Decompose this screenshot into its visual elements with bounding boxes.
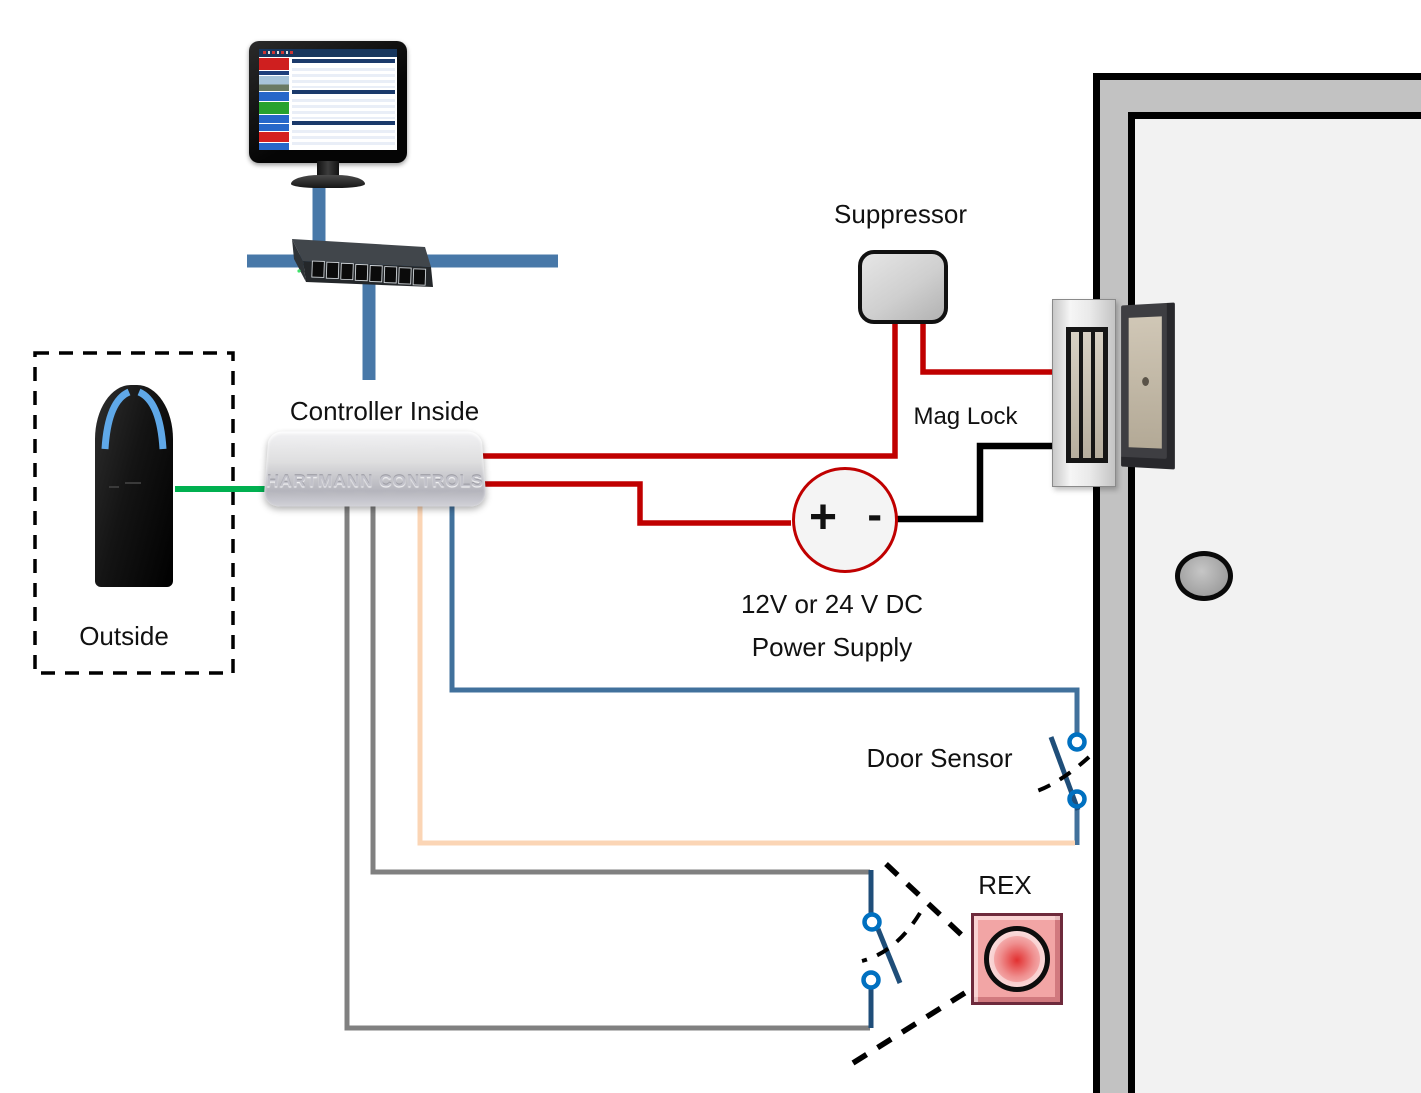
power-supply-label: Power Supply — [751, 632, 913, 662]
app-section-header — [292, 59, 395, 63]
power-wire-psu — [480, 481, 791, 526]
door-sensor-label: Door Sensor — [866, 743, 1013, 773]
rex-switch-swing-arc — [861, 911, 922, 963]
suppressor — [858, 250, 948, 324]
sidebar-camera-thumbnail — [259, 75, 289, 92]
sidebar-strip — [259, 70, 289, 75]
outside-label: Outside — [79, 621, 169, 651]
app-body — [259, 57, 397, 150]
power-wire-suppressor — [480, 320, 898, 459]
maglock-magnet-face — [1066, 327, 1108, 463]
door-sensor-swing-arc — [1033, 755, 1091, 794]
app-main-panel — [289, 57, 397, 150]
rex-switch-lever — [875, 928, 903, 984]
power-voltage-label: 12V or 24 V DC — [740, 589, 924, 619]
door-sensor-lever — [1048, 736, 1081, 811]
outside-dashed-box — [33, 351, 235, 675]
door-knob-icon — [1175, 551, 1233, 601]
switch-side-face — [292, 239, 306, 282]
sidebar-alert-red — [259, 58, 289, 70]
switch-ports — [311, 260, 427, 286]
sidebar-event-blue — [259, 142, 289, 150]
switch-led-icon — [297, 269, 301, 273]
monitor-stand-neck — [317, 161, 339, 178]
power-wire-maglock — [920, 324, 1055, 375]
rex-pointer-top — [884, 861, 970, 944]
app-section-rows — [292, 96, 395, 119]
rex-label: REX — [978, 870, 1032, 900]
rex-wire-top — [370, 500, 870, 875]
controller-label: Controller Inside — [289, 396, 480, 426]
card-reader — [95, 385, 173, 587]
maglock-armature — [1121, 302, 1175, 470]
rex-pointer-bottom — [851, 988, 970, 1066]
power-supply-minus: - — [867, 490, 882, 539]
reader-led-arc-left — [101, 388, 131, 450]
sidebar-event-blue — [259, 92, 289, 102]
rex-wire-bottom — [344, 500, 870, 1031]
door-sensor-terminal-top — [1067, 732, 1087, 752]
rex-button — [971, 913, 1063, 1005]
door-sensor-terminal-bottom — [1067, 789, 1087, 809]
rex-switch-terminal-top — [862, 912, 882, 932]
app-section-rows — [292, 65, 395, 88]
app-sidebar — [259, 57, 289, 150]
app-title-bar — [259, 49, 397, 57]
door-sensor-return-wire — [417, 500, 1075, 846]
reader-accents — [101, 388, 167, 488]
power-supply-plus: + — [809, 491, 838, 544]
network-switch — [292, 239, 433, 287]
sidebar-event-red — [259, 131, 289, 142]
mag-lock-label: Mag Lock — [913, 403, 1018, 430]
rex-button-icon — [984, 926, 1050, 992]
access-controller: HARTMANN CONTROLS — [263, 431, 487, 507]
suppressor-label: Suppressor — [834, 199, 967, 229]
controller-brand-text: HARTMANN CONTROLS — [265, 471, 485, 491]
power-supply: + - — [792, 467, 898, 573]
app-section-rows — [292, 127, 395, 147]
app-section-header — [292, 121, 395, 125]
door — [1128, 112, 1421, 1093]
maglock-body — [1052, 299, 1116, 487]
reader-seam — [109, 482, 141, 488]
sidebar-event-blue — [259, 124, 289, 131]
app-section-header — [292, 90, 395, 94]
reader-led-arc-right — [137, 388, 167, 450]
rex-switch-terminal-bottom — [861, 970, 881, 990]
monitor-stand-base — [291, 175, 365, 188]
switch-top-face — [292, 239, 431, 267]
door-sensor-wire — [449, 500, 1080, 734]
monitor-screen — [259, 49, 397, 150]
sidebar-event-blue — [259, 115, 289, 124]
maglock-armature-plate — [1128, 316, 1162, 449]
sidebar-event-green — [259, 102, 289, 115]
management-pc-monitor — [249, 41, 407, 163]
return-wire-maglock — [896, 442, 1055, 523]
